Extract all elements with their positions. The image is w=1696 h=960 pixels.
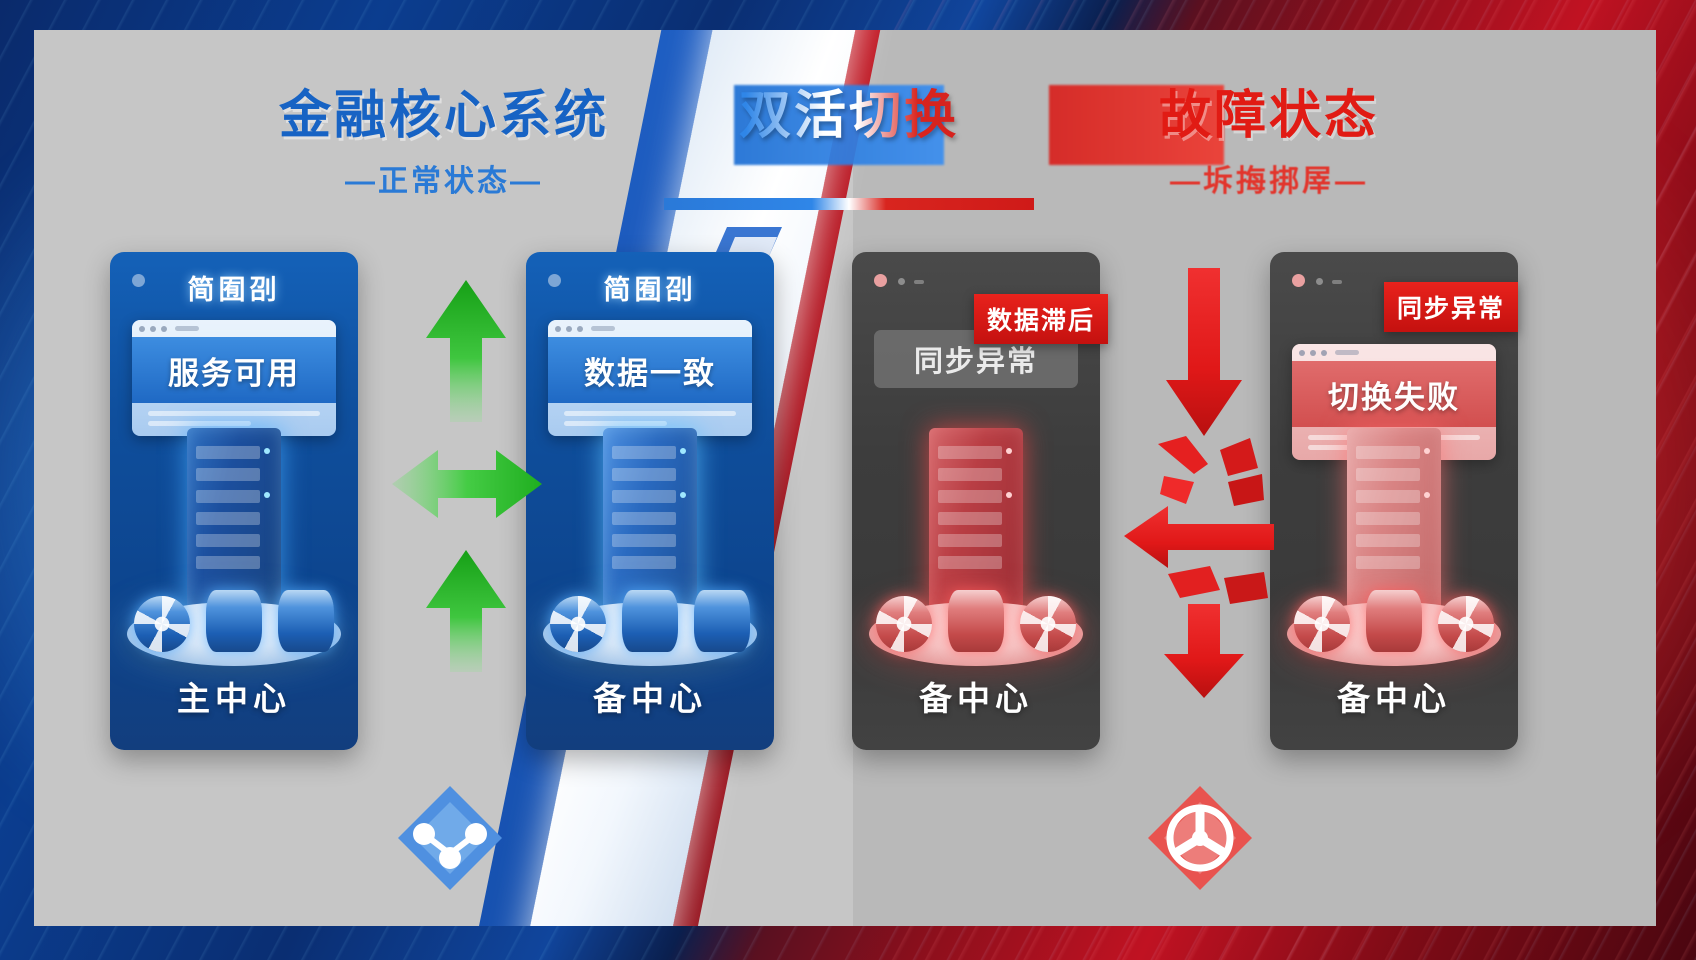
panel-backup-center-failed[interactable]: 切换失败 备中心 [1270, 252, 1518, 750]
center-title-plate-blue [734, 85, 944, 165]
window-titlebar [548, 320, 752, 337]
network-nodes-diamond-icon[interactable] [394, 782, 506, 894]
panel-dot-icon [1332, 280, 1342, 284]
panel-4-status-text: 切换失败 [1292, 361, 1496, 427]
panel-4-footer: 备中心 [1337, 680, 1451, 717]
broken-cross-icon [1158, 436, 1264, 506]
diagram-canvas: 金融核心系统 —正常状态— 双活切换 故障状态 —坼挴挷屖— 简囿刟 服务可用 [34, 30, 1656, 926]
panel-2-status-window: 数据一致 [548, 320, 752, 436]
center-title-underline [664, 198, 1034, 210]
panel-1-status-text: 服务可用 [132, 337, 336, 403]
window-content-lines [548, 403, 752, 436]
disk-icon [1438, 596, 1494, 652]
panel-dot-icon [548, 274, 561, 287]
panel-2-header: 简囿刟 [603, 275, 697, 305]
panel-4-badge: 同步异常 [1384, 282, 1519, 332]
heading-right-subtitle: —坼挴挷屖— [1170, 165, 1368, 199]
down-arrow-icon [1164, 604, 1244, 698]
disk-icon [134, 596, 190, 652]
bidirectional-arrow-icon [392, 450, 542, 518]
panel-4-status-window: 切换失败 [1292, 344, 1496, 460]
panel-4-server-illustration [1270, 428, 1518, 668]
heading-left-subtitle: —正常状态— [345, 165, 543, 199]
window-titlebar [132, 320, 336, 337]
down-arrow-icon [1166, 268, 1242, 436]
failure-fan-diamond-icon[interactable] [1144, 782, 1256, 894]
server-rack-icon [603, 428, 697, 614]
panel-3-footer: 备中心 [919, 680, 1033, 717]
panel-dot-icon [874, 274, 887, 287]
left-arrow-icon [1124, 506, 1274, 568]
database-cylinder-icon [1366, 590, 1422, 652]
disk-icon [1020, 596, 1076, 652]
panel-dot-icon [1292, 274, 1305, 287]
server-rack-icon [1347, 428, 1441, 614]
panel-1-status-window: 服务可用 [132, 320, 336, 436]
panel-1-server-illustration [110, 428, 358, 668]
panel-dot-icon [898, 278, 905, 285]
panel-dot-icon [1316, 278, 1323, 285]
heading-right-title: 故障状态 [1158, 87, 1379, 145]
database-cylinder-icon [206, 590, 262, 652]
panel-1-footer: 主中心 [177, 680, 291, 717]
sync-ok-arrow-group [392, 280, 542, 672]
heading-center: 双活切换 [634, 88, 1064, 144]
heading-center-title: 双活切换 [634, 88, 1064, 144]
panel-primary-center[interactable]: 简囿刟 服务可用 主中心 [110, 252, 358, 750]
database-cylinder-icon [278, 590, 334, 652]
panel-2-footer: 备中心 [593, 680, 707, 717]
database-cylinder-icon [948, 590, 1004, 652]
heading-left-title: 金融核心系统 [278, 87, 609, 145]
failure-arrow-group [1124, 268, 1274, 698]
disk-icon [550, 596, 606, 652]
server-rack-icon [929, 428, 1023, 614]
heading-left: 金融核心系统 —正常状态— [204, 88, 684, 200]
window-titlebar [1292, 344, 1496, 361]
server-rack-icon [187, 428, 281, 614]
panel-3-badge: 数据滞后 [974, 294, 1109, 344]
broken-cross-icon [1168, 566, 1268, 604]
database-cylinder-icon [622, 590, 678, 652]
center-title-plate-red [1049, 85, 1224, 165]
disk-icon [1294, 596, 1350, 652]
up-arrow-icon [426, 550, 506, 672]
disk-icon [876, 596, 932, 652]
database-cylinder-icon [694, 590, 750, 652]
panel-3-server-illustration [852, 428, 1100, 668]
panel-2-server-illustration [526, 428, 774, 668]
up-arrow-icon [426, 280, 506, 422]
panel-2-status-text: 数据一致 [548, 337, 752, 403]
panel-dot-icon [914, 280, 924, 284]
heading-right: 故障状态 —坼挴挷屖— [1034, 88, 1504, 200]
panel-1-header: 简囿刟 [187, 275, 281, 305]
panel-dot-icon [132, 274, 145, 287]
window-content-lines [132, 403, 336, 436]
panel-backup-center-normal[interactable]: 简囿刟 数据一致 备中心 [526, 252, 774, 750]
